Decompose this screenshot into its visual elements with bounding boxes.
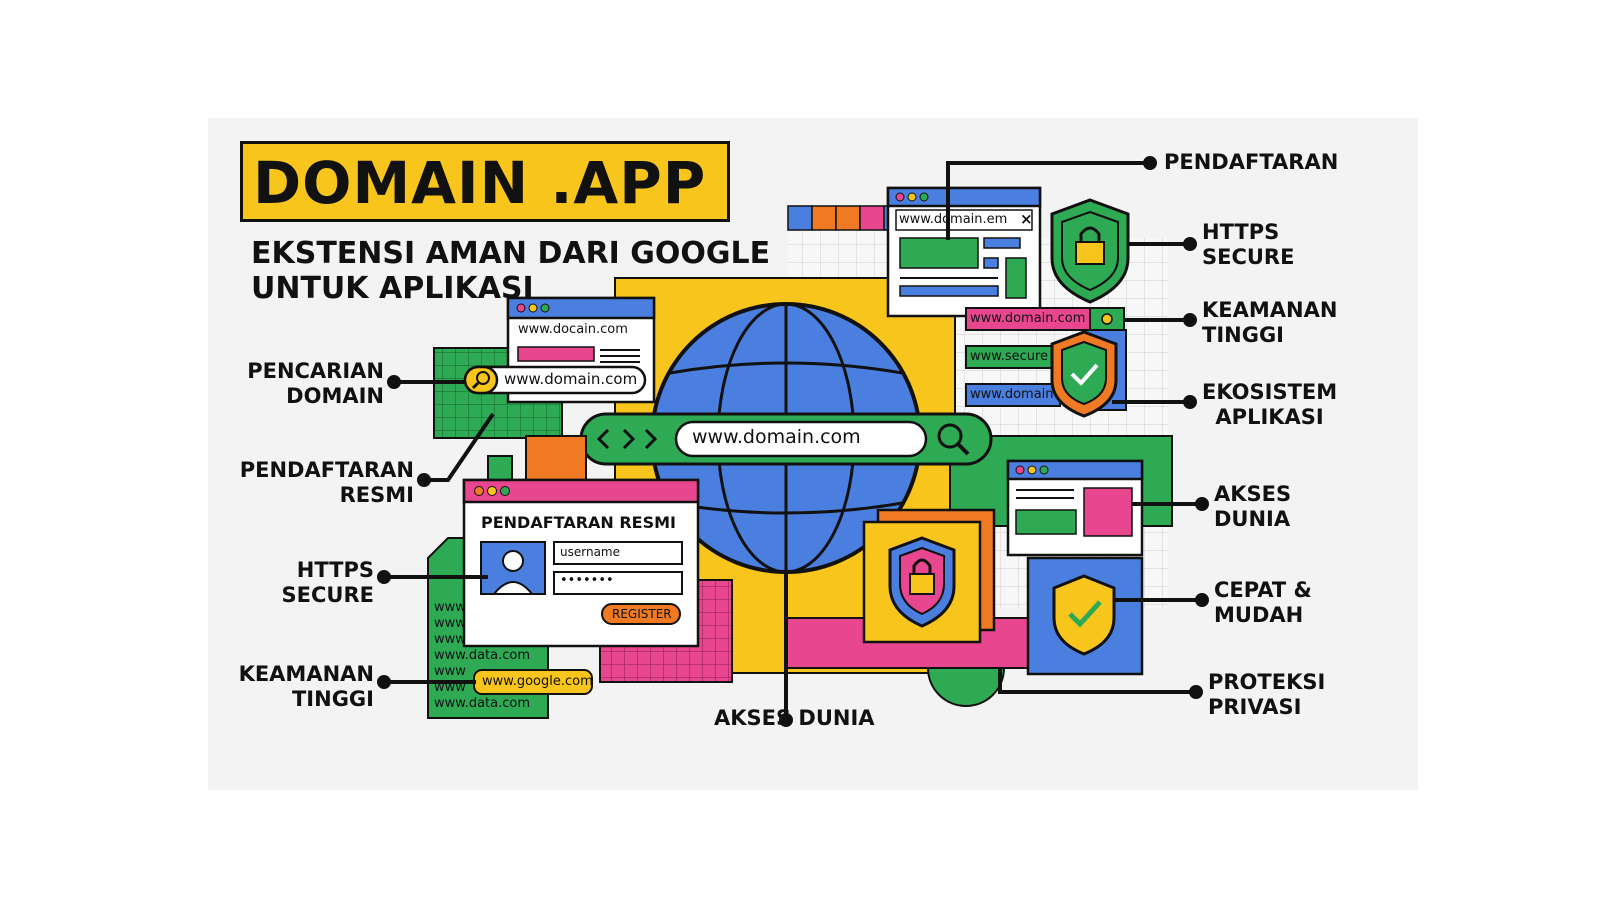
top-window-url: www.domain.em xyxy=(899,212,1008,227)
label-akses-dunia-right: AKSES DUNIA xyxy=(1214,482,1292,531)
label-proteksi-privasi: PROTEKSI PRIVASI xyxy=(1208,670,1326,719)
label-https-secure-left: HTTPS SECURE xyxy=(281,558,374,607)
close-icon: × xyxy=(1020,210,1033,228)
google-tag-text: www.google.com xyxy=(482,674,593,689)
data-list-item: www.data.com xyxy=(434,696,531,711)
shield-green-top xyxy=(1050,198,1130,304)
data-list-item: www xyxy=(434,600,466,615)
main-search-url: www.domain.com xyxy=(692,426,861,448)
illustration xyxy=(377,156,1209,727)
shield-orange xyxy=(1050,330,1118,418)
register-title: PENDAFTARAN RESMI xyxy=(481,513,677,532)
data-list-item: www xyxy=(434,616,466,631)
browser-search-url: www.domain.com xyxy=(504,370,638,388)
green-semicircle xyxy=(926,667,1006,707)
top-right-window xyxy=(886,186,1042,318)
data-list-item: www xyxy=(434,632,466,647)
data-list-item: www xyxy=(434,664,466,679)
data-list-item: www.data.com xyxy=(434,648,531,663)
lock-card xyxy=(862,508,996,644)
label-pendaftaran-resmi: PENDAFTARAN RESMI xyxy=(239,458,414,507)
label-cepat-mudah: CEPAT & MUDAH xyxy=(1214,578,1312,627)
label-ekosistem-aplikasi: EKOSISTEM APLIKASI xyxy=(1202,380,1338,429)
akses-window xyxy=(1006,459,1144,557)
subtitle-line-2: UNTUK APLIKASI xyxy=(251,271,534,306)
tag-blue-text: www.domain xyxy=(970,387,1054,402)
password-field: ••••••• xyxy=(560,573,614,588)
label-pencarian-domain: PENCARIAN DOMAIN xyxy=(247,359,384,408)
username-field: username xyxy=(560,545,620,559)
search-pill xyxy=(463,365,647,395)
label-https-secure-right: HTTPS SECURE xyxy=(1202,220,1295,269)
data-list-item: www xyxy=(434,680,466,695)
browser-search-url-top: www.docain.com xyxy=(518,322,628,337)
main-search-bar xyxy=(579,412,993,466)
infographic-canvas: DOMAIN .APP EKSTENSI AMAN DARI GOOGLE UN… xyxy=(208,118,1418,790)
page-title: DOMAIN .APP xyxy=(253,149,707,217)
register-button: REGISTER xyxy=(612,607,672,621)
label-keamanan-tinggi-left: KEAMANAN TINGGI xyxy=(238,662,374,711)
label-akses-dunia-bottom: AKSES DUNIA xyxy=(714,706,875,730)
tag-pink-text: www.domain.com xyxy=(970,311,1086,326)
label-keamanan-tinggi-right: KEAMANAN TINGGI xyxy=(1202,298,1338,347)
check-card xyxy=(1026,556,1144,676)
title-box: DOMAIN .APP xyxy=(240,141,730,222)
register-window xyxy=(462,478,700,648)
connectors xyxy=(377,156,1209,727)
label-pendaftaran-right: PENDAFTARAN xyxy=(1164,150,1339,174)
data-list: www www www www.data.com www www www.dat… xyxy=(434,600,530,712)
tag-green-text: www.secure xyxy=(970,349,1049,364)
subtitle: EKSTENSI AMAN DARI GOOGLE UNTUK APLIKASI xyxy=(251,236,771,306)
orange-square xyxy=(525,435,587,481)
subtitle-line-1: EKSTENSI AMAN DARI GOOGLE xyxy=(251,236,771,271)
